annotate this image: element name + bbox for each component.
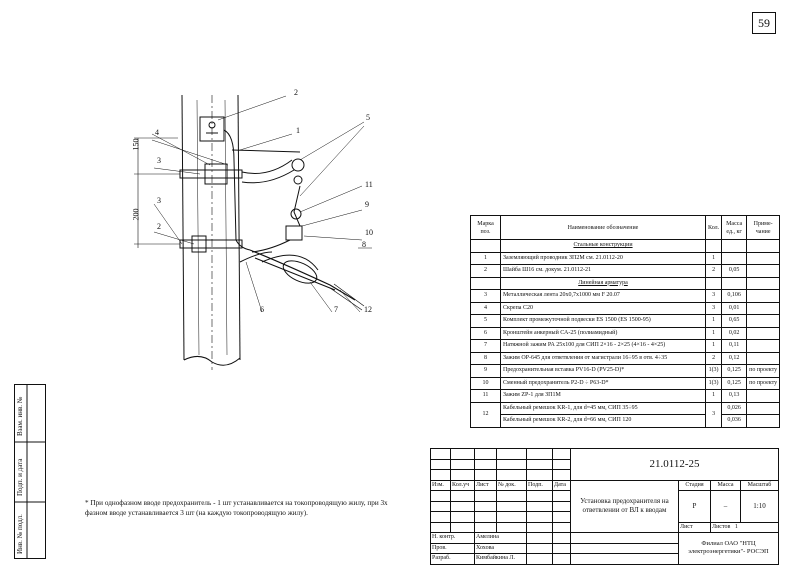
col-header: Подп. <box>526 479 553 491</box>
callout: 7 <box>334 305 338 314</box>
callout: 1 <box>296 126 300 135</box>
sheets-label: Листов 1 <box>710 521 779 533</box>
mass-label: Масса <box>710 479 741 491</box>
col-header: № док. <box>496 479 527 491</box>
person: Кимбайкина Л. <box>474 553 527 565</box>
header-name: Наименование обозначение <box>500 215 706 240</box>
section-title: Линейная арматура <box>578 279 628 286</box>
mass-value: – <box>710 490 741 523</box>
role: Пров. <box>430 542 475 554</box>
scale-label: Масштаб <box>740 479 779 491</box>
col-header: Лист <box>474 479 497 491</box>
doc-code: 21.0112-25 <box>570 448 779 481</box>
sheet-label: Лист <box>678 521 711 533</box>
callout: 12 <box>364 305 372 314</box>
header-mark: Марка поз. <box>470 215 501 240</box>
drawing-title: Установка предохранителя на ответвлении … <box>570 479 679 533</box>
callout: 6 <box>260 305 264 314</box>
callout: 8 <box>362 240 366 249</box>
page-number: 59 <box>752 12 776 34</box>
callout: 3 <box>157 156 161 165</box>
side-stamp-label: Взам. инв. № <box>16 396 24 436</box>
callout: 2 <box>294 88 298 97</box>
scale-value: 1:10 <box>740 490 779 523</box>
callout: 2 <box>157 222 161 231</box>
header-mass: Масса ед., кг <box>721 215 748 240</box>
organization: Филиал ОАО "НТЦ электроэнергетики"- РОСЭ… <box>678 532 779 565</box>
side-stamp-frame <box>14 384 46 559</box>
dim-150: 150 <box>131 138 141 151</box>
side-stamp-label: Инв. № подл. <box>16 514 24 554</box>
footnote: * При однофазном вводе предохранитель - … <box>85 499 388 517</box>
stage-value: Р <box>678 490 711 523</box>
side-stamp-label: Подп. и дата <box>16 458 24 496</box>
callout: 5 <box>366 113 370 122</box>
title-block: 21.0112-25 Изм. Кол.уч Лист № док. Подп.… <box>430 448 779 565</box>
person: Амелина <box>474 532 527 544</box>
callout: 9 <box>365 200 369 209</box>
role: Разраб. <box>430 553 475 565</box>
role: Н. контр. <box>430 532 475 544</box>
section-title: Стальные конструкции <box>573 242 633 248</box>
specification-table: Марка поз. Наименование обозначение Кол.… <box>470 215 781 428</box>
col-header: Кол.уч <box>450 479 475 491</box>
col-header: Дата <box>552 479 571 491</box>
callout: 10 <box>365 228 373 237</box>
dim-200: 200 <box>131 208 141 221</box>
callout: 11 <box>365 180 373 189</box>
table-row: Кабельный ремешок KR-2, для d=66 мм, СИП… <box>471 414 781 428</box>
callout: 4 <box>155 128 159 137</box>
person: Хохова <box>474 542 527 554</box>
header-qty: Кол. <box>704 215 723 240</box>
header-note: Приме- чание <box>746 215 781 240</box>
callout: 3 <box>157 196 161 205</box>
col-header: Изм. <box>430 479 451 491</box>
stage-label: Стадия <box>678 479 711 491</box>
pole-drawing <box>134 94 372 370</box>
